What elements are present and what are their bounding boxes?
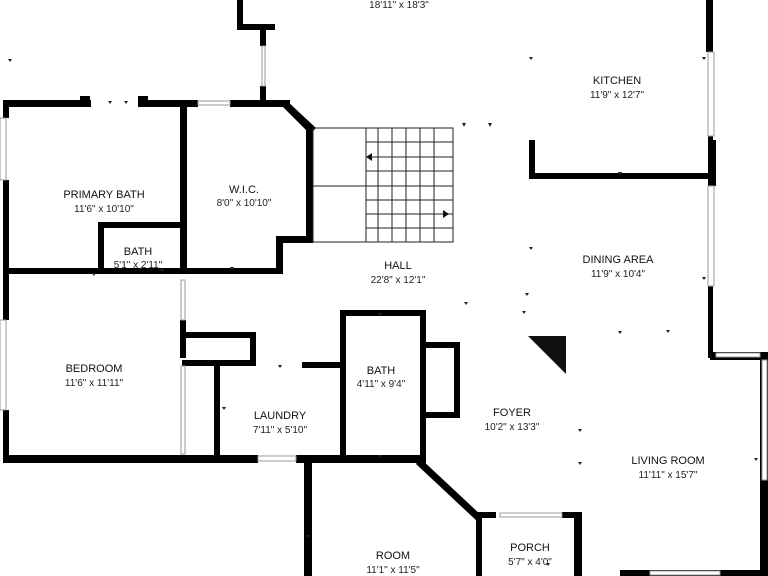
bath-small-dims: 5'1" x 2'11" — [114, 260, 163, 271]
kitchen-dims: 11'9" x 12'7" — [590, 90, 645, 101]
living-dims: 11'11" x 15'7" — [639, 470, 698, 481]
entry-arrow-icon — [528, 336, 566, 374]
room-name: ROOM — [376, 550, 410, 562]
primary-bath-dims: 11'6" x 10'10" — [74, 204, 134, 215]
room-dims: 11'1" x 11'5" — [366, 565, 420, 576]
measurement-ticks — [8, 57, 758, 566]
staircase — [312, 127, 454, 243]
foyer-dims: 10'2" x 13'3" — [485, 422, 540, 433]
wic-dims: 8'0" x 10'10" — [217, 198, 272, 209]
bedroom-name: BEDROOM — [66, 363, 123, 375]
primary-bath-name: PRIMARY BATH — [63, 189, 144, 201]
bath-dims: 4'11" x 9'4" — [357, 379, 406, 390]
wic-name: W.I.C. — [229, 184, 259, 196]
dining-name: DINING AREA — [583, 254, 655, 266]
hall-dims: 22'8" x 12'1" — [371, 275, 426, 286]
windows — [0, 45, 768, 576]
bedroom-dims: 11'6" x 11'11" — [65, 378, 124, 389]
laundry-dims: 7'11" x 5'10" — [253, 425, 308, 436]
bath-name: BATH — [367, 365, 396, 377]
great-room-dims: 18'11" x 18'3" — [369, 0, 429, 11]
foyer-name: FOYER — [493, 407, 531, 419]
bath-small-name: BATH — [124, 246, 153, 258]
room-labels: 18'11" x 18'3" KITCHEN 11'9" x 12'7" PRI… — [63, 0, 704, 576]
walls — [3, 0, 768, 576]
porch-dims: 5'7" x 4'0" — [508, 557, 552, 568]
dining-dims: 11'9" x 10'4" — [591, 269, 646, 280]
porch-name: PORCH — [510, 542, 550, 554]
living-name: LIVING ROOM — [631, 455, 704, 467]
kitchen-name: KITCHEN — [593, 75, 641, 87]
hall-name: HALL — [384, 260, 412, 272]
laundry-name: LAUNDRY — [254, 410, 307, 422]
